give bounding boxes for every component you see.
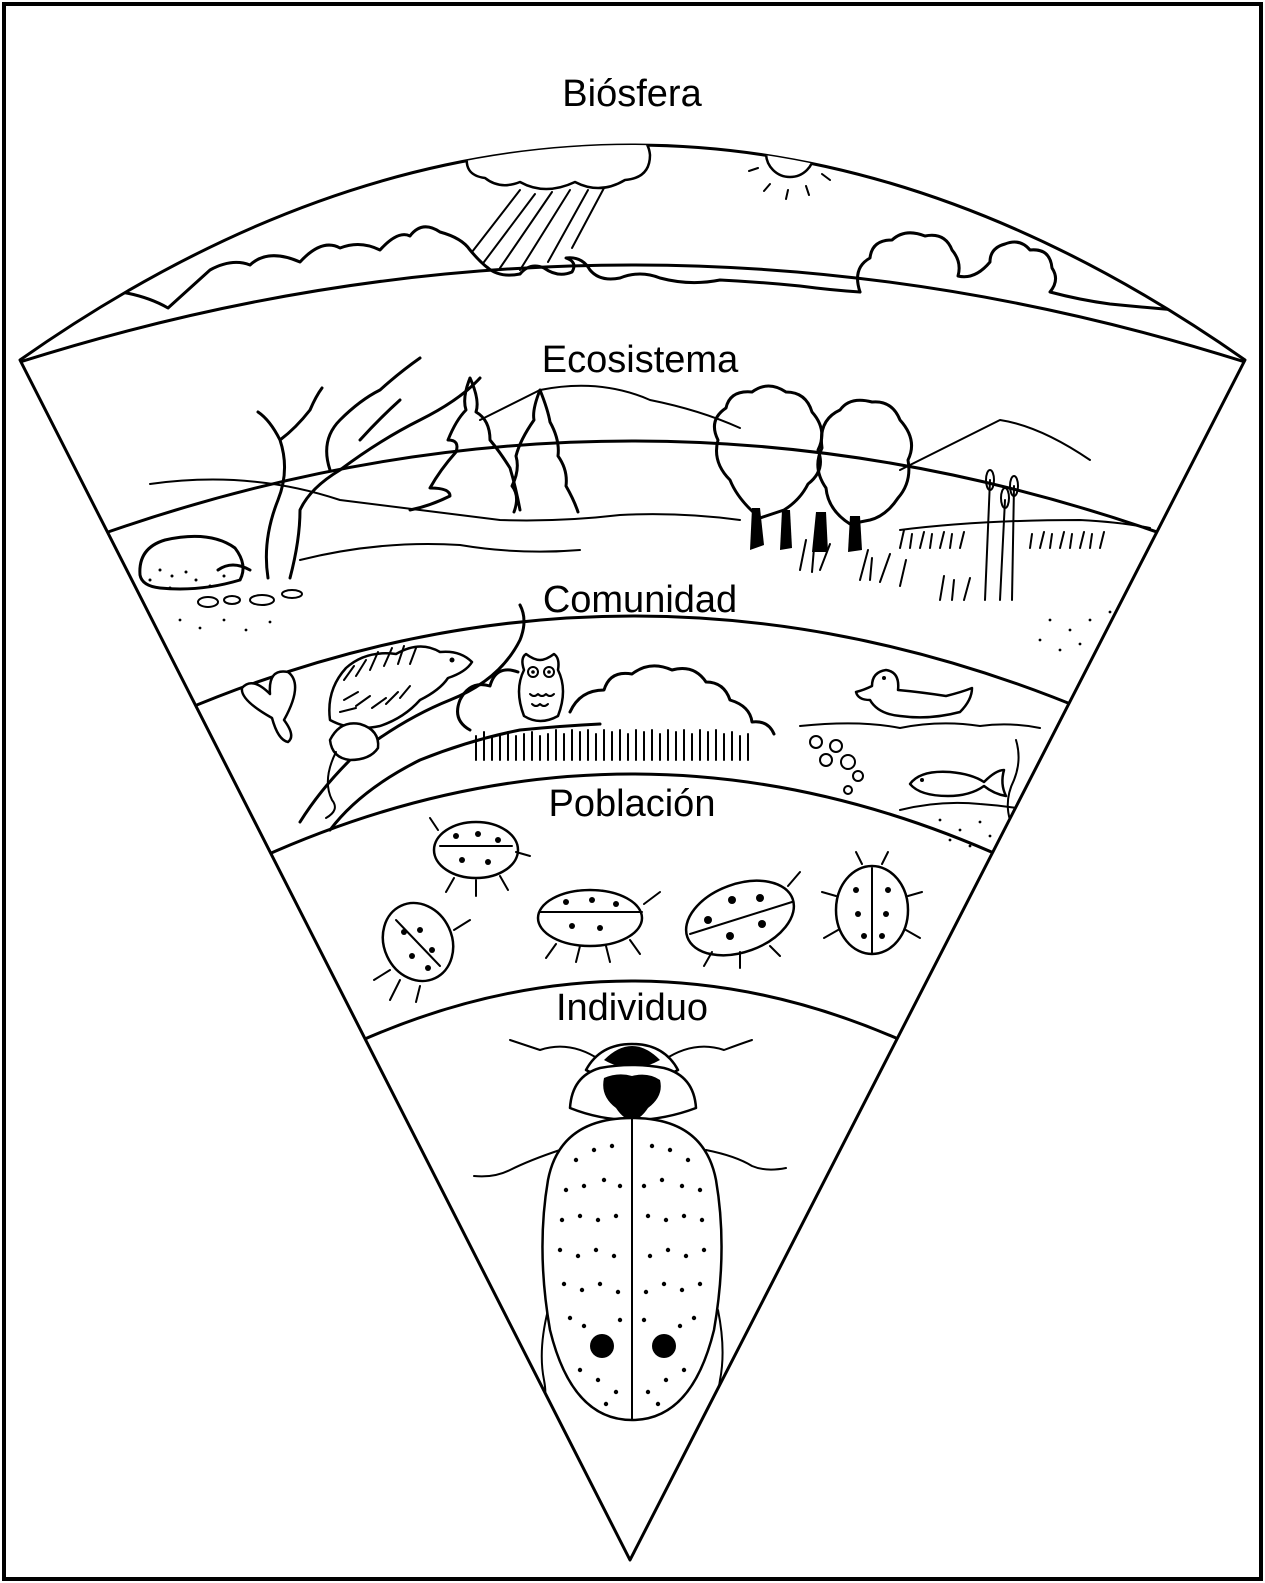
distant-trees	[858, 233, 1200, 312]
pebbles	[198, 590, 302, 607]
pine-tree-1	[410, 378, 520, 510]
fish	[910, 770, 1006, 796]
butterfly-icon	[242, 671, 295, 742]
ladybug	[370, 891, 470, 1002]
owl	[519, 654, 563, 721]
level-label-biosfera: Biósfera	[562, 73, 702, 115]
tall-grass	[476, 730, 748, 760]
sea-waves	[488, 258, 860, 292]
pine-tree-2	[512, 390, 578, 512]
bubbles	[810, 736, 863, 794]
back-hill	[480, 386, 740, 428]
level-label-ecosistema: Ecosistema	[542, 339, 739, 381]
ladybug	[822, 852, 922, 954]
level-label-poblacion: Población	[549, 783, 716, 825]
level-label-individuo: Individuo	[556, 987, 708, 1029]
rain-icon	[472, 188, 604, 270]
cattails	[985, 470, 1018, 600]
bushes	[458, 666, 774, 734]
pond-water	[800, 723, 1040, 728]
porcupine	[329, 646, 472, 728]
leafy-tree-2	[818, 400, 912, 524]
ladybug	[538, 890, 660, 962]
mouse	[330, 723, 378, 760]
ladybug-large	[474, 1040, 786, 1420]
mountain-horizon	[20, 227, 488, 308]
individuo-illustration	[474, 1040, 786, 1420]
poblacion-illustration	[370, 818, 922, 1002]
ladybug	[676, 867, 805, 969]
marsh-grass	[800, 530, 1104, 600]
ladybug	[430, 818, 530, 896]
level-label-comunidad: Comunidad	[543, 579, 737, 621]
rock	[140, 536, 243, 589]
right-hill	[900, 420, 1090, 470]
duck	[856, 670, 972, 717]
